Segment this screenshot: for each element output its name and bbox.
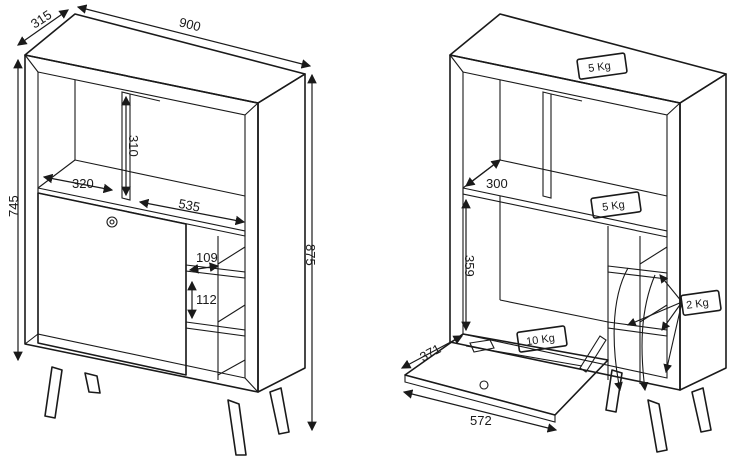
dim-300: 300 <box>486 176 508 191</box>
dim-112: 112 <box>196 292 217 307</box>
cabinet-open-view <box>404 13 727 453</box>
dim-359: 359 <box>462 255 477 277</box>
dim-310: 310 <box>126 135 141 157</box>
load-shelf-label: 5 Kg <box>601 199 625 214</box>
right-dimensions: 300 359 371 572 <box>400 159 558 433</box>
dim-535: 535 <box>177 196 201 215</box>
load-tag-rack: 2 Kg <box>680 289 722 316</box>
dim-572: 572 <box>470 413 492 428</box>
cabinet-closed-view <box>24 13 306 456</box>
load-rack-label: 2 Kg <box>685 297 709 312</box>
load-top-label: 5 Kg <box>587 60 611 75</box>
load-door-label: 10 Kg <box>525 332 555 348</box>
dim-109: 109 <box>196 250 218 265</box>
dim-320: 320 <box>72 176 94 191</box>
dim-315: 315 <box>28 7 54 31</box>
dim-900: 900 <box>178 14 203 34</box>
load-tags: 5 Kg 5 Kg 10 Kg 2 Kg <box>516 52 722 353</box>
load-tag-shelf: 5 Kg <box>590 191 642 219</box>
left-dimensions: 315 900 745 875 320 310 535 109 112 <box>6 4 318 432</box>
dim-371: 371 <box>417 341 443 364</box>
load-tag-top: 5 Kg <box>576 52 628 80</box>
dim-875: 875 <box>303 244 318 266</box>
dim-745: 745 <box>6 195 21 217</box>
load-tag-door: 10 Kg <box>516 325 568 353</box>
